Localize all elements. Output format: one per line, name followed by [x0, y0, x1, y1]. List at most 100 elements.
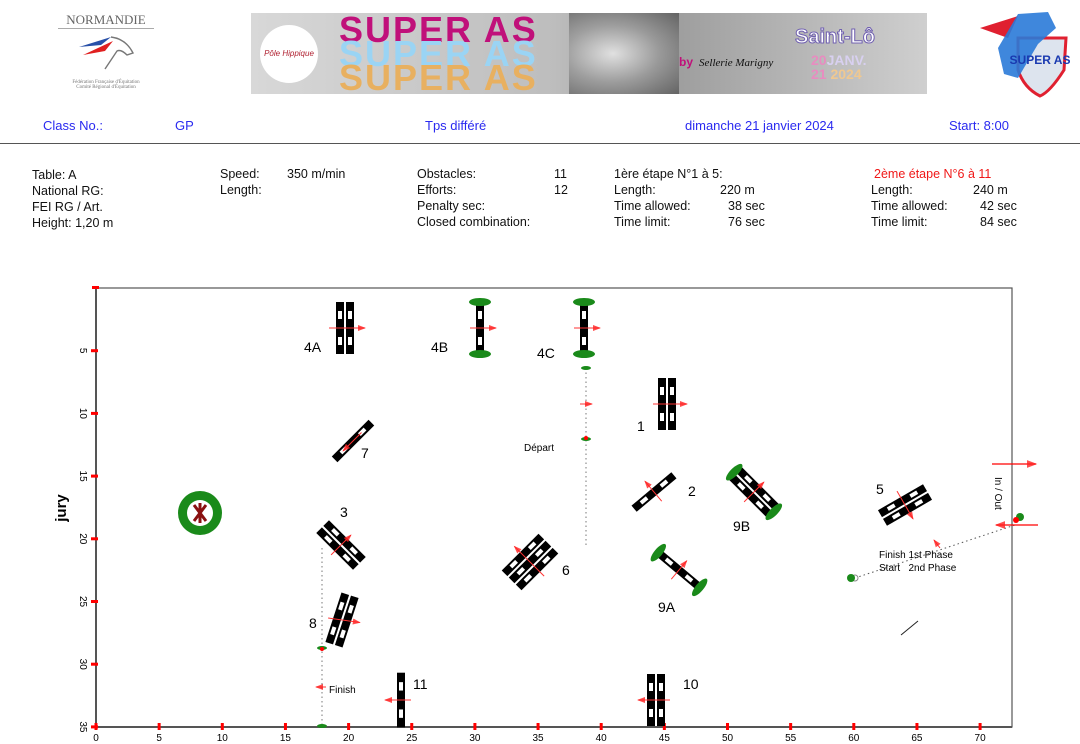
x-tick-label: 50 — [722, 733, 734, 744]
x-tick-mark — [220, 723, 224, 730]
phase2-title: 2ème étape N°6 à 11 — [874, 167, 992, 181]
label-2: 2 — [688, 483, 696, 499]
start-2nd-phase-label: Start 2nd Phase — [879, 563, 957, 574]
speed-value: 350 m/min — [287, 167, 346, 181]
label-1: 1 — [637, 418, 645, 434]
normandie-logo: NORMANDIE Fédération Française d'Équitat… — [58, 12, 154, 100]
phase1-ta-label: Time allowed: — [614, 199, 691, 213]
y-tick-label: 35 — [77, 721, 88, 733]
obstacle-6 — [501, 533, 559, 591]
finish-1st-phase-label: Finish 1st Phase — [879, 550, 953, 561]
date-21: 21 — [811, 66, 827, 82]
date-20: 20 — [811, 52, 827, 68]
class-no-label: Class No.: — [43, 118, 103, 133]
class-no-value: GP — [175, 118, 194, 133]
label-10: 10 — [683, 676, 699, 692]
y-tick-mark — [91, 537, 98, 541]
obstacle-1 — [653, 378, 688, 430]
efforts-value: 12 — [554, 183, 568, 197]
month: JANV. — [826, 52, 867, 68]
shield-text: SUPER AS — [1010, 53, 1070, 67]
x-tick-label: 0 — [93, 733, 99, 744]
shield-icon: SUPER AS — [980, 12, 1070, 98]
horse-head-logo — [79, 36, 134, 70]
phase2-ta-label: Time allowed: — [871, 199, 948, 213]
efforts-label: Efforts: — [417, 183, 457, 197]
horse-photo — [569, 13, 679, 94]
obstacle-5 — [877, 484, 933, 526]
in-out-label: In / Out — [992, 477, 1003, 510]
penalty-label: Penalty sec: — [417, 199, 486, 213]
label-4a: 4A — [304, 339, 322, 355]
y-tick-mark — [91, 474, 98, 478]
super-as-title-2: SUPER AS — [339, 33, 538, 74]
phase2-ta: 42 sec — [980, 199, 1017, 213]
obstacle-11 — [384, 672, 411, 728]
x-tick-label: 25 — [406, 733, 418, 744]
x-tick-label: 55 — [785, 733, 797, 744]
y-tick-label: 30 — [77, 659, 88, 671]
x-tick-mark — [536, 723, 540, 730]
event-date: dimanche 21 janvier 2024 — [685, 118, 834, 133]
x-tick-mark — [789, 723, 793, 730]
super-as-title-3: SUPER AS — [339, 57, 538, 94]
label-3: 3 — [340, 504, 348, 520]
city-label: Saint-Lô — [795, 26, 876, 49]
y-tick-label: 20 — [77, 533, 88, 545]
height: Height: 1,20 m — [32, 216, 114, 230]
y-tick-mark — [91, 411, 98, 415]
y-tick-mark — [91, 725, 98, 729]
phase-flag-green — [847, 574, 855, 582]
phase2-tl-label: Time limit: — [871, 215, 928, 229]
x-tick-label: 5 — [156, 733, 162, 744]
label-6: 6 — [562, 562, 570, 578]
year: 2024 — [830, 66, 862, 82]
by-label: by — [679, 55, 694, 69]
normandie-title: NORMANDIE — [58, 12, 154, 29]
phase2-length: 240 m — [973, 183, 1008, 197]
phase1-title: 1ère étape N°1 à 5: — [614, 167, 723, 181]
label-11: 11 — [413, 676, 428, 692]
fei-rg: FEI RG / Art. — [32, 200, 103, 214]
y-tick-mark — [92, 286, 99, 289]
x-tick-label: 45 — [659, 733, 671, 744]
start-flag-green — [581, 366, 591, 370]
obstacle-9a — [648, 541, 710, 599]
x-tick-mark — [726, 723, 729, 730]
x-tick-mark — [157, 723, 161, 730]
header-divider — [0, 143, 1080, 144]
info-col1: Table: A National RG: FEI RG / Art. Heig… — [32, 167, 113, 231]
x-tick-label: 60 — [848, 733, 860, 744]
x-tick-label: 70 — [975, 733, 987, 744]
table-type: Table: A — [32, 168, 77, 182]
x-tick-mark — [978, 723, 982, 730]
speed-label: Speed: — [220, 167, 260, 181]
marker-line — [900, 620, 919, 636]
event-dates: 20JANV. 21 2024 — [811, 53, 867, 81]
jury-label: jury — [53, 494, 70, 523]
phase2-length-label: Length: — [871, 183, 913, 197]
y-tick-label: 10 — [77, 408, 88, 420]
x-tick-label: 65 — [911, 733, 923, 744]
start-flag-red — [584, 436, 588, 440]
label-4b: 4B — [431, 339, 448, 355]
event-banner: Pôle Hippique SUPER AS SUPER AS SUPER AS… — [251, 13, 927, 94]
label-9b: 9B — [733, 518, 750, 534]
obstacles-label: Obstacles: — [417, 167, 477, 181]
super-as-title-1: SUPER AS — [339, 13, 538, 50]
x-tick-mark — [662, 723, 666, 730]
x-tick-mark — [473, 723, 477, 730]
x-tick-mark — [283, 723, 287, 730]
class-type: Tps différé — [425, 118, 487, 133]
finish-flag-red — [320, 647, 324, 651]
start-time: Start: 8:00 — [949, 118, 1009, 133]
obstacle-7 — [331, 419, 375, 463]
phase1-tl-label: Time limit: — [614, 215, 671, 229]
x-tick-mark — [852, 723, 856, 730]
obstacles-value: 11 — [554, 167, 567, 181]
phase1-tl: 76 sec — [728, 215, 765, 229]
y-tick-label: 15 — [77, 471, 88, 483]
label-4c: 4C — [537, 345, 555, 361]
